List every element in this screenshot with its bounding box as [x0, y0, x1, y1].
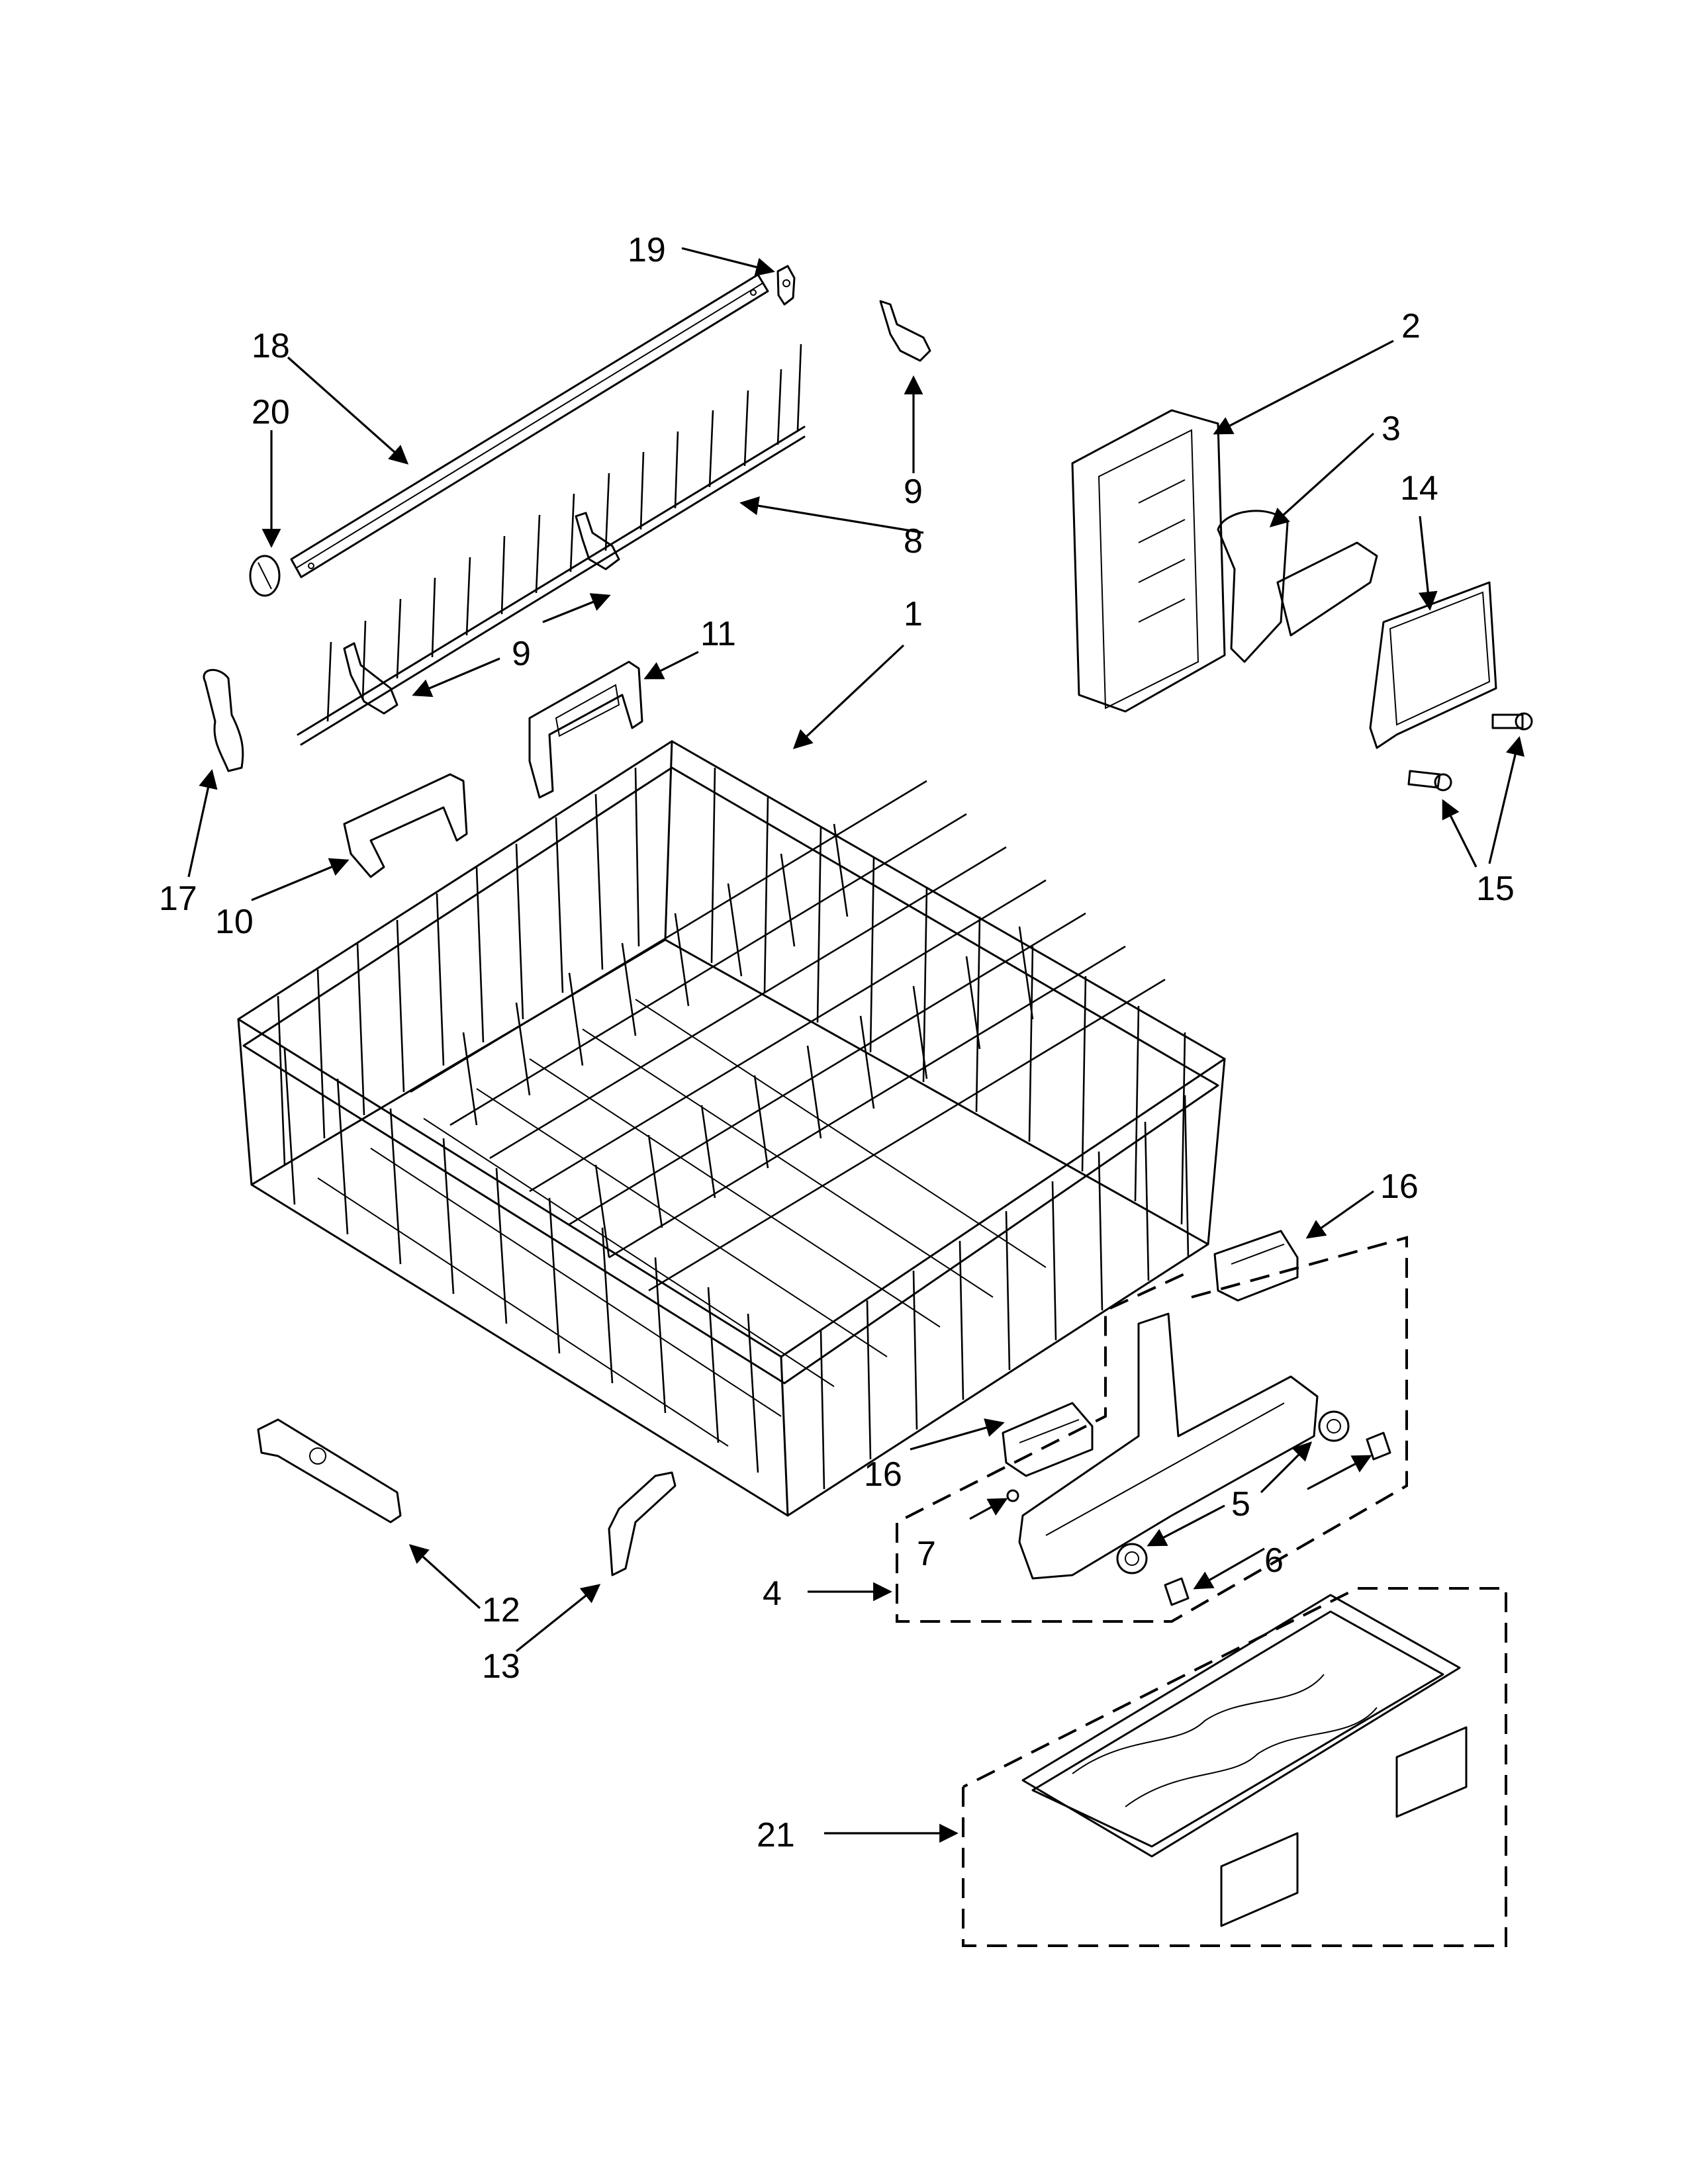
callout-21: 21 — [757, 1816, 795, 1854]
callout-6: 6 — [1264, 1541, 1284, 1580]
axle-part-lower — [1164, 1577, 1190, 1606]
callout-16-lower: 16 — [864, 1455, 902, 1494]
callout-14: 14 — [1400, 469, 1438, 508]
callout-1: 1 — [904, 595, 923, 633]
rack-clip-part-mid — [343, 512, 620, 715]
assembly-21-boundary — [962, 1587, 1507, 1947]
callout-17: 17 — [159, 880, 197, 918]
callout-16-upper: 16 — [1380, 1167, 1419, 1206]
callout-18: 18 — [252, 327, 290, 365]
callout-8: 8 — [904, 522, 923, 561]
assembly-4-boundary — [896, 1236, 1408, 1623]
wheel-part-lower — [1116, 1543, 1148, 1574]
axle-part-upper — [1366, 1432, 1391, 1461]
screw-part-upper — [1491, 712, 1533, 731]
tray-clip-part-bottom — [1220, 1832, 1299, 1927]
clip-part-13 — [608, 1471, 677, 1576]
wheel-part-upper — [1318, 1410, 1350, 1442]
bracket-part-10 — [343, 773, 468, 878]
cover-plate-part — [1369, 581, 1497, 749]
upper-rack-part — [237, 740, 1226, 1517]
rail-bar-part — [290, 273, 769, 578]
rack-tray-part — [1021, 1594, 1461, 1858]
pin-part — [1006, 1489, 1019, 1502]
callout-10: 10 — [215, 903, 254, 941]
callout-2: 2 — [1401, 307, 1421, 345]
rack-adjuster-assembly-part — [1018, 1312, 1319, 1580]
callout-19: 19 — [628, 231, 666, 269]
callout-12: 12 — [482, 1591, 520, 1629]
callout-15: 15 — [1476, 870, 1515, 908]
callout-5: 5 — [1231, 1485, 1250, 1524]
leader-lines — [187, 247, 1525, 1843]
rail-clip-part-upper — [1213, 1230, 1299, 1302]
adjuster-part-12 — [257, 1418, 402, 1524]
callout-7: 7 — [917, 1535, 936, 1573]
rack-clip-part-top — [879, 300, 931, 362]
adjuster-housing-part — [1071, 409, 1226, 713]
callout-9-lower: 9 — [512, 635, 531, 673]
callout-11: 11 — [700, 615, 736, 653]
end-clip-part — [776, 265, 796, 306]
callout-9-upper: 9 — [904, 473, 923, 511]
callout-3: 3 — [1382, 410, 1401, 448]
bracket-part-11 — [528, 660, 643, 799]
callout-13: 13 — [482, 1647, 520, 1686]
end-cap-part — [249, 555, 281, 597]
callout-20: 20 — [252, 393, 290, 432]
callout-4: 4 — [763, 1574, 782, 1613]
adjuster-lever-part — [1217, 510, 1378, 663]
tray-clip-part-right — [1395, 1726, 1468, 1818]
rail-clip-part-lower — [1002, 1402, 1094, 1477]
tine-row-part — [297, 343, 806, 746]
callout-labels: 19 18 20 9 8 9 11 1 2 3 14 15 17 10 16 1… — [159, 231, 1515, 1854]
screw-part-lower — [1407, 770, 1452, 792]
side-clip-part — [203, 668, 244, 772]
